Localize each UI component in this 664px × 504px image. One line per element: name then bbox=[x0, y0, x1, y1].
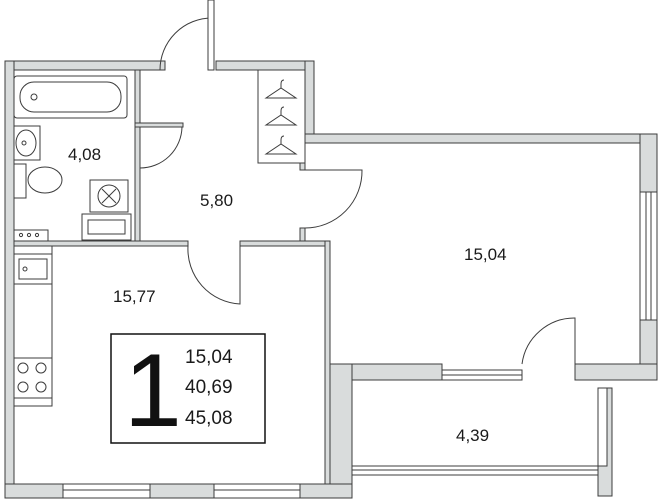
burner-icon bbox=[35, 381, 47, 393]
bathroom-door-swing bbox=[139, 126, 183, 169]
bedroom-area-label: 15,04 bbox=[464, 245, 507, 264]
wardrobe bbox=[257, 69, 306, 164]
window-kitchen-right bbox=[213, 483, 301, 499]
wall-top-right bbox=[215, 60, 315, 71]
entrance-door-swing bbox=[159, 17, 213, 71]
wall-bathroom-bottom bbox=[13, 240, 189, 247]
wall-bathroom-door-top bbox=[134, 122, 184, 128]
wall-hallway-right bbox=[304, 60, 315, 144]
living-area-value: 15,04 bbox=[185, 347, 233, 368]
wall-kitchen-right bbox=[324, 240, 331, 485]
balcony-area-label: 4,39 bbox=[456, 426, 489, 445]
wall-bathroom-right bbox=[134, 69, 141, 247]
bathroom-fixtures bbox=[13, 75, 132, 241]
hallway-area-label: 5,80 bbox=[200, 191, 233, 210]
wall-balcony-left bbox=[329, 363, 353, 497]
burner-icon bbox=[17, 362, 29, 374]
toilet-bowl bbox=[27, 166, 63, 194]
wall-hallway-bottom bbox=[239, 240, 331, 247]
wall-bottom-left bbox=[4, 483, 64, 499]
total-area-value: 40,69 bbox=[185, 377, 233, 398]
wall-bottom-mid bbox=[149, 483, 215, 499]
room-count: 1 bbox=[124, 333, 182, 449]
total-with-balcony-value: 45,08 bbox=[185, 408, 233, 429]
kitchen-fixtures bbox=[13, 229, 53, 407]
hanger-icon bbox=[264, 106, 298, 126]
window-kitchen-left bbox=[62, 483, 151, 499]
hanger-icon bbox=[264, 135, 298, 155]
walls bbox=[4, 60, 658, 499]
wall-bottom-right bbox=[299, 483, 353, 499]
kitchen-living-area-label: 15,77 bbox=[113, 287, 156, 306]
wall-top-left bbox=[4, 60, 166, 71]
wall-hallway-bedroom-lower bbox=[299, 227, 306, 242]
wall-bedroom-top bbox=[304, 133, 655, 144]
burner-icon bbox=[35, 362, 47, 374]
doors bbox=[139, 0, 576, 365]
windows bbox=[62, 191, 658, 499]
wall-right-upper bbox=[639, 133, 658, 193]
toilet-tank bbox=[13, 163, 27, 199]
wall-bedroom-bottom-right bbox=[574, 363, 658, 381]
bathroom-area-label: 4,08 bbox=[68, 145, 101, 164]
wall-left bbox=[4, 60, 15, 497]
balcony-door-swing bbox=[521, 317, 576, 365]
hanger-icon bbox=[264, 79, 298, 99]
kitchen-door-swing bbox=[187, 245, 241, 305]
bathtub-basin bbox=[19, 81, 122, 113]
burner-icon bbox=[17, 381, 29, 393]
bathtub-drain-icon bbox=[30, 93, 38, 101]
bedroom-door-swing bbox=[304, 169, 363, 229]
window-right bbox=[639, 191, 658, 321]
balcony-glazing-right bbox=[597, 387, 608, 467]
area-summary-box: 1 15,04 40,69 45,08 bbox=[110, 333, 266, 449]
